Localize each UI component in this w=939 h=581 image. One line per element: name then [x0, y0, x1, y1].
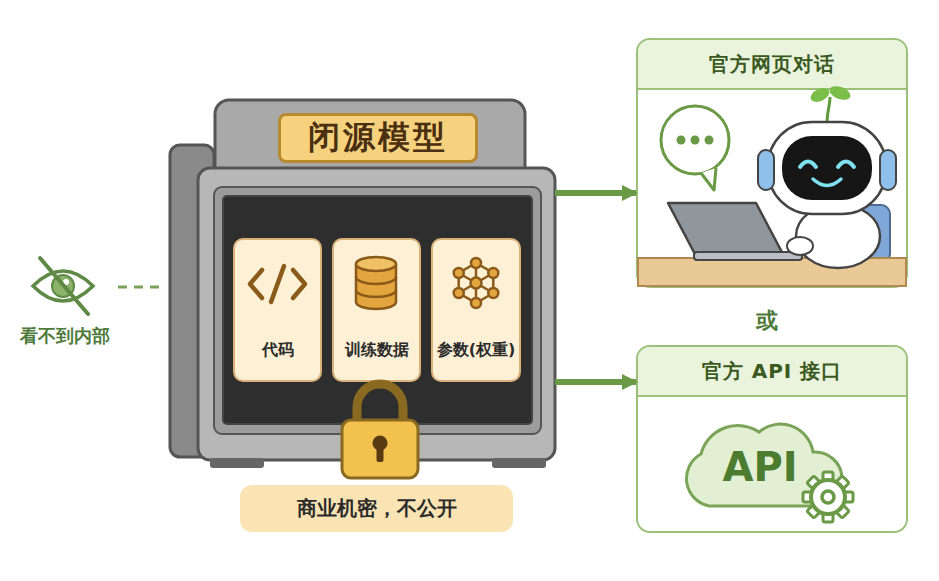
hidden-caption: 看不到内部 — [0, 322, 130, 350]
gear-tooth — [834, 503, 850, 519]
sprout-leaf — [808, 85, 831, 104]
secret-banner: 商业机密，不公开 — [240, 485, 513, 532]
dashed-leader — [118, 286, 166, 289]
flow-arrow — [555, 379, 636, 385]
node-title: 商业机密，不公开 — [240, 485, 513, 532]
hidden-eye-icon — [33, 258, 93, 314]
database-body — [356, 264, 396, 309]
padlock-shackle — [357, 384, 403, 426]
api-cloud: API — [677, 414, 843, 514]
gear-tooth — [803, 492, 815, 502]
eye-glint — [63, 279, 69, 285]
eye-iris — [52, 275, 74, 297]
gear-hub — [822, 491, 834, 503]
robot-smile — [813, 179, 841, 186]
laptop-screen — [668, 203, 784, 256]
gear-wheel — [811, 480, 845, 514]
network-node — [471, 258, 481, 268]
robot-face — [782, 136, 872, 200]
network-node — [454, 288, 464, 298]
robot-headphone — [758, 150, 774, 190]
robot-hand — [787, 237, 813, 255]
desk — [638, 258, 906, 286]
network-ring — [459, 263, 494, 303]
network-icon — [454, 258, 499, 308]
gear-tooth — [823, 510, 833, 522]
node-title: 参数(权重) — [433, 336, 519, 364]
network-node — [488, 288, 498, 298]
robot-headphone — [880, 150, 896, 190]
padlock-body — [342, 420, 418, 478]
eye-outline — [33, 271, 93, 301]
sprout-leaf — [828, 84, 853, 103]
robot-eye — [800, 162, 816, 168]
safe-cavity — [223, 196, 532, 424]
safe-top — [215, 100, 525, 180]
node-title: 官方 API 接口 — [638, 347, 906, 397]
speech-bubble — [661, 106, 729, 174]
node-title: API — [677, 422, 843, 512]
robot-illustration — [638, 84, 906, 286]
safe-foot — [210, 458, 264, 468]
gear-tooth — [807, 503, 823, 519]
gear-tooth — [834, 476, 850, 492]
network-node — [471, 298, 481, 308]
robot-eye — [838, 162, 854, 168]
speech-tail — [701, 168, 716, 190]
safe-box: 闭源模型代码训练数据参数(权重) — [170, 100, 555, 462]
node-title: 训练数据 — [334, 336, 419, 364]
network-node — [488, 268, 498, 278]
code-bracket — [293, 270, 305, 298]
network-node — [454, 268, 464, 278]
gear-tooth — [841, 492, 853, 502]
safe-side — [170, 145, 214, 457]
database-band — [356, 290, 396, 297]
speech-dot — [705, 136, 714, 145]
node-title: 闭源模型 — [278, 113, 478, 163]
padlock-keyhole — [373, 436, 388, 451]
web-chat-panel: 官方网页对话 — [636, 38, 908, 288]
database-top — [356, 257, 396, 271]
safe-foot — [492, 458, 546, 468]
speech-dot — [677, 136, 686, 145]
or-label: 或 — [750, 304, 784, 338]
eye-slash — [40, 258, 88, 314]
code-icon — [250, 266, 305, 302]
speech-dot — [691, 136, 700, 145]
code-bracket — [250, 270, 262, 298]
padlock-keyhole — [377, 447, 384, 462]
padlock-icon — [342, 384, 418, 478]
node-title: 代码 — [235, 336, 320, 364]
api-panel: 官方 API 接口 API — [636, 345, 908, 533]
network-node — [471, 278, 482, 289]
flow-arrow — [555, 190, 636, 196]
database-band — [356, 277, 396, 284]
robot-body — [796, 204, 880, 268]
safe-front — [198, 168, 555, 460]
secret-card: 训练数据 — [332, 238, 421, 382]
code-slash — [271, 266, 284, 302]
database-icon — [356, 257, 396, 309]
laptop-base — [694, 252, 802, 260]
safe-frame — [214, 187, 541, 434]
gear-tooth — [807, 476, 823, 492]
safe-body — [170, 100, 555, 468]
sprout-stem — [827, 97, 830, 123]
gear-tooth — [823, 472, 833, 484]
chair — [858, 205, 890, 263]
gear-icon — [803, 472, 853, 522]
secret-card: 代码 — [233, 238, 322, 382]
robot-head — [768, 122, 886, 214]
secret-card: 参数(权重) — [431, 238, 521, 382]
network-spokes — [459, 263, 494, 303]
node-title: 官方网页对话 — [638, 40, 906, 90]
